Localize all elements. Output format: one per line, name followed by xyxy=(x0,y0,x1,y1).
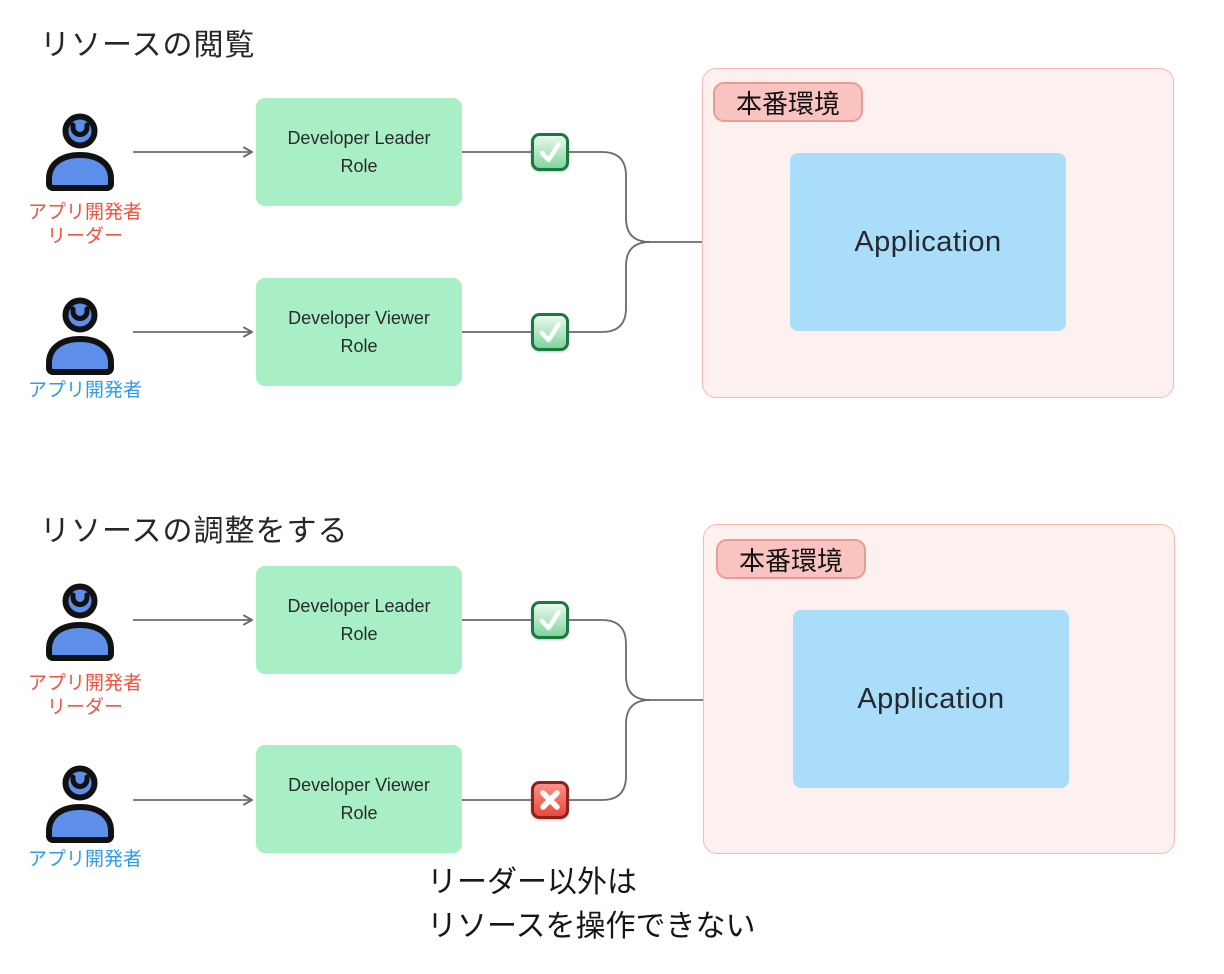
application-box: Application xyxy=(793,610,1069,788)
role-label-line: Developer Leader xyxy=(287,128,431,148)
environment-badge: 本番環境 xyxy=(716,539,867,579)
role-box-label: Developer Viewer Role xyxy=(288,771,430,827)
cross-mark-icon xyxy=(531,781,569,819)
environment-badge: 本番環境 xyxy=(713,82,864,122)
role-label-line: Role xyxy=(340,336,378,356)
person-icon xyxy=(49,769,111,841)
actor-label-line: アプリ開発者 xyxy=(27,849,142,870)
person-icon xyxy=(49,301,111,373)
permission-status-icon xyxy=(529,131,571,173)
actor-label: アプリ開発者 xyxy=(10,379,160,403)
role-merge-line xyxy=(462,619,651,701)
role-label-line: Developer Leader xyxy=(287,596,431,616)
section-title: リソースの調整をする xyxy=(40,515,349,548)
application-box: Application xyxy=(790,153,1066,331)
application-label: Application xyxy=(854,225,1002,258)
permission-status-icon xyxy=(529,311,571,353)
check-mark-icon xyxy=(531,133,569,171)
actor-label: アプリ開発者 リーダー xyxy=(10,201,160,249)
permission-status-icon xyxy=(529,779,571,821)
role-merge-line xyxy=(462,151,651,243)
role-label-line: Role xyxy=(340,624,378,644)
role-merge-line xyxy=(462,241,651,333)
section-title: リソースの閲覧 xyxy=(40,29,256,62)
application-label: Application xyxy=(857,682,1005,715)
role-label-line: Role xyxy=(340,156,378,176)
actor-label-line: アプリ開発者 xyxy=(27,673,142,694)
person-icon xyxy=(49,587,111,659)
actor-label-line: アプリ開発者 xyxy=(27,380,142,401)
role-label-line: Developer Viewer xyxy=(288,308,430,328)
actor-label-line: リーダー xyxy=(46,697,123,718)
note-text: リーダー以外は リソースを操作できない xyxy=(427,861,756,949)
role-label-line: Role xyxy=(340,803,378,823)
role-merge-line xyxy=(462,699,651,801)
role-box: Developer Viewer Role xyxy=(256,278,462,386)
environment-box: 本番環境 Application xyxy=(703,524,1175,854)
actor-label: アプリ開発者 xyxy=(10,848,160,872)
environment-box: 本番環境 Application xyxy=(702,68,1174,398)
role-box-label: Developer Leader Role xyxy=(287,592,430,648)
actor-label-line: リーダー xyxy=(46,226,123,247)
role-box-label: Developer Leader Role xyxy=(287,124,430,180)
person-icon xyxy=(49,117,111,189)
role-box-label: Developer Viewer Role xyxy=(288,304,430,360)
role-box: Developer Leader Role xyxy=(256,566,462,674)
role-box: Developer Leader Role xyxy=(256,98,462,206)
check-mark-icon xyxy=(531,313,569,351)
check-mark-icon xyxy=(531,601,569,639)
note-line: リーダー以外は xyxy=(427,866,637,899)
actor-label: アプリ開発者 リーダー xyxy=(10,672,160,720)
permission-status-icon xyxy=(529,599,571,641)
role-label-line: Developer Viewer xyxy=(288,775,430,795)
actor-label-line: アプリ開発者 xyxy=(27,202,142,223)
role-box: Developer Viewer Role xyxy=(256,745,462,853)
note-line: リソースを操作できない xyxy=(427,910,756,943)
